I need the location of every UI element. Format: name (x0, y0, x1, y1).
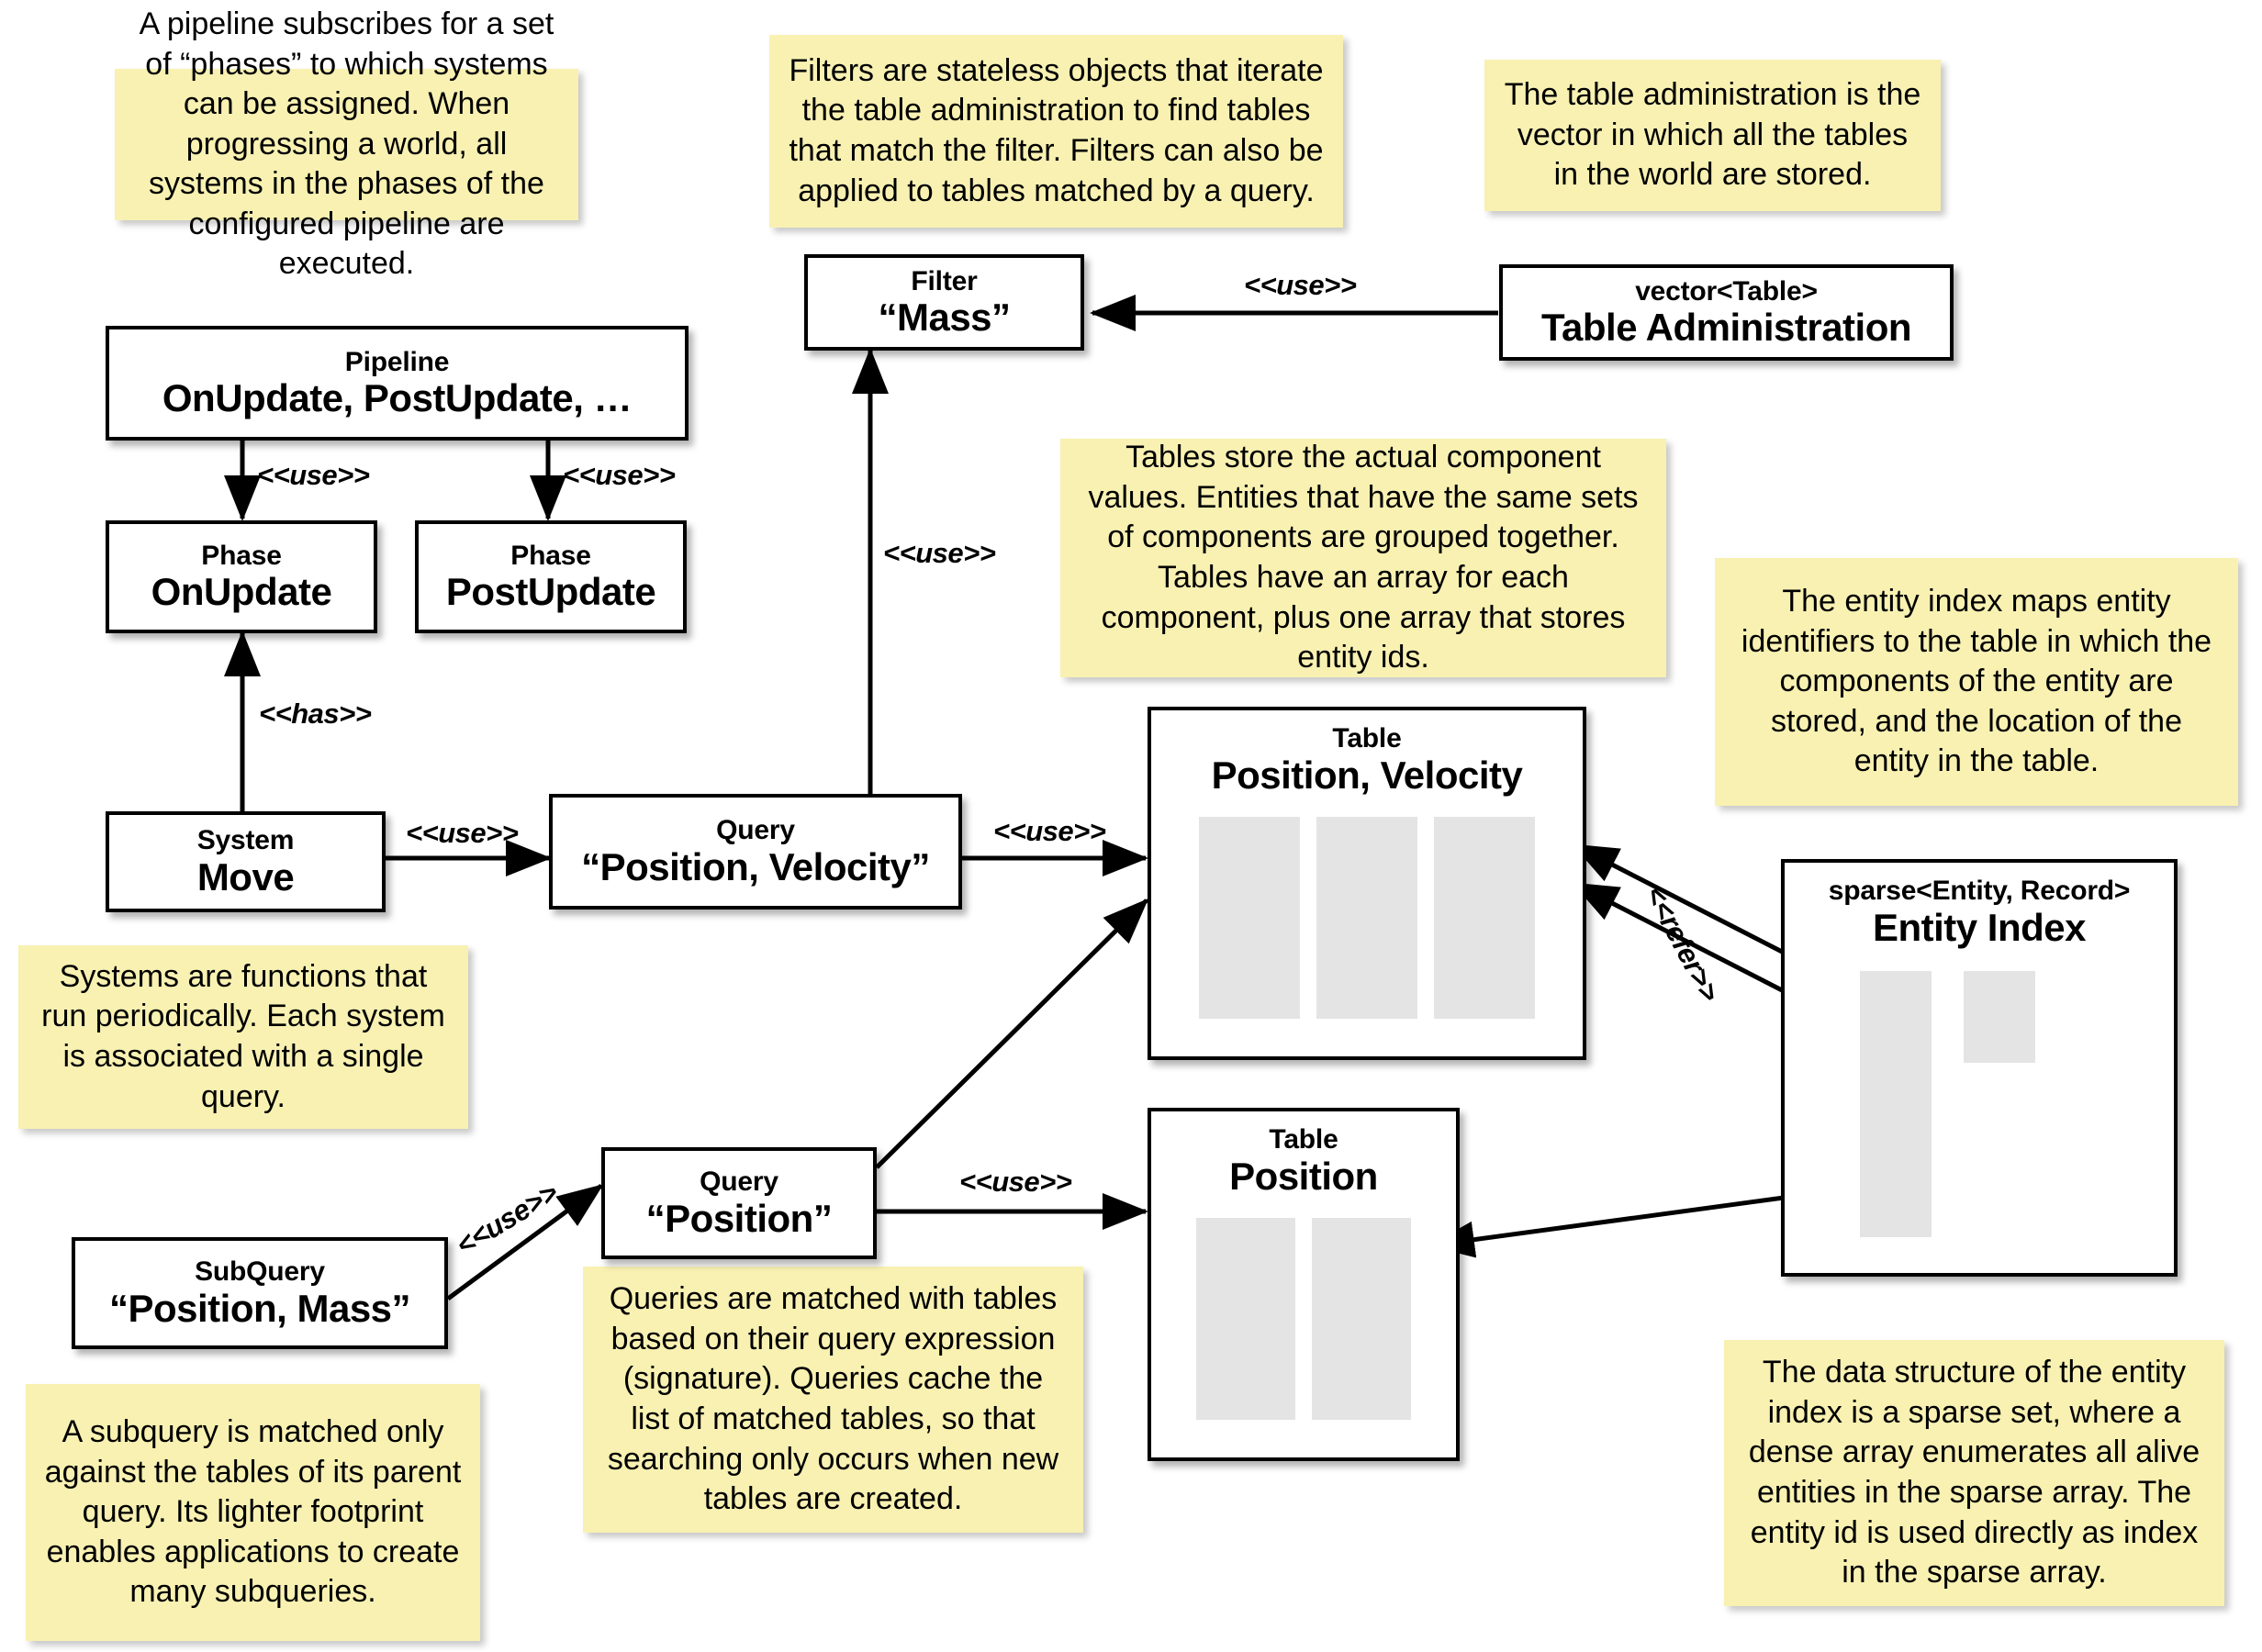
note-sparse-set: The data structure of the entity index i… (1724, 1340, 2224, 1606)
box-entity-index-name: Entity Index (1872, 905, 2087, 949)
table-column-velocity (1316, 817, 1417, 1019)
note-subquery: A subquery is matched only against the t… (26, 1384, 480, 1641)
box-table-position-velocity-stereotype: Table (1332, 723, 1402, 753)
box-subquery-position-mass-name: “Position, Mass” (108, 1286, 411, 1330)
edge-label-query-use-filter: <<use>> (883, 537, 996, 569)
box-filter-mass-stereotype: Filter (911, 265, 978, 296)
box-phase-postupdate[interactable]: Phase PostUpdate (415, 520, 687, 633)
box-phase-onupdate-name: OnUpdate (151, 570, 332, 614)
box-table-administration[interactable]: vector<Table> Table Administration (1499, 264, 1954, 361)
box-query-position[interactable]: Query “Position” (601, 1147, 877, 1259)
table-column-position (1196, 1218, 1295, 1420)
edge-label-pipeline-postupdate: <<use>> (563, 459, 676, 491)
box-pipeline-name: OnUpdate, PostUpdate, … (162, 376, 633, 420)
box-table-position-name: Position (1229, 1154, 1378, 1198)
box-filter-mass[interactable]: Filter “Mass” (804, 254, 1084, 351)
box-entity-index[interactable]: sparse<Entity, Record> Entity Index (1781, 859, 2178, 1277)
box-subquery-position-mass[interactable]: SubQuery “Position, Mass” (72, 1237, 448, 1349)
box-query-position-velocity-stereotype: Query (716, 815, 795, 846)
box-filter-mass-name: “Mass” (878, 296, 1011, 340)
note-tables: Tables store the actual component values… (1060, 439, 1666, 677)
edge-label-index-refer: <<refer>> (1638, 880, 1727, 1007)
box-system-move[interactable]: System Move (106, 811, 386, 912)
box-phase-postupdate-stereotype: Phase (510, 540, 591, 571)
note-systems: Systems are functions that run periodica… (18, 945, 468, 1129)
box-table-position-velocity-name: Position, Velocity (1211, 753, 1523, 797)
box-table-position-stereotype: Table (1269, 1124, 1338, 1155)
box-pipeline[interactable]: Pipeline OnUpdate, PostUpdate, … (106, 326, 689, 441)
edge-label-system-has-phase: <<has>> (259, 698, 372, 730)
box-phase-postupdate-name: PostUpdate (445, 570, 656, 614)
box-query-position-velocity-name: “Position, Velocity” (581, 844, 930, 888)
table-column-position (1199, 817, 1300, 1019)
table-position-columns (1151, 1218, 1456, 1420)
box-table-position[interactable]: Table Position (1148, 1108, 1460, 1461)
edge-label-querypos-use-table: <<use>> (959, 1166, 1072, 1198)
table-column-entity-ids (1312, 1218, 1411, 1420)
note-filter: Filters are stateless objects that itera… (769, 35, 1343, 228)
box-system-move-stereotype: System (196, 825, 295, 856)
edge-label-admin-use-filter: <<use>> (1244, 269, 1357, 301)
box-query-position-stereotype: Query (700, 1166, 778, 1198)
box-phase-onupdate[interactable]: Phase OnUpdate (106, 520, 377, 633)
edge-label-queryvel-use-table: <<use>> (993, 815, 1106, 847)
edge-label-subquery-use-query: <<use>> (450, 1176, 564, 1262)
edge-label-pipeline-onupdate: <<use>> (257, 459, 370, 491)
note-table-administration: The table administration is the vector i… (1484, 60, 1941, 211)
box-table-administration-name: Table Administration (1540, 306, 1912, 350)
note-pipeline: A pipeline subscribes for a set of “phas… (115, 6, 578, 281)
entity-index-sparse-array (1860, 971, 1932, 1237)
note-queries: Queries are matched with tables based on… (583, 1267, 1083, 1533)
note-entity-index: The entity index maps entity identifiers… (1715, 558, 2238, 806)
box-table-administration-stereotype: vector<Table> (1635, 275, 1818, 307)
edge-label-system-use-query: <<use>> (406, 817, 519, 849)
box-subquery-position-mass-stereotype: SubQuery (195, 1256, 325, 1288)
box-query-position-name: “Position” (645, 1196, 833, 1240)
box-pipeline-stereotype: Pipeline (344, 346, 450, 377)
entity-index-dense-array (1964, 971, 2035, 1063)
box-query-position-velocity[interactable]: Query “Position, Velocity” (549, 794, 962, 910)
table-position-velocity-columns (1151, 817, 1583, 1019)
table-column-entity-ids (1434, 817, 1535, 1019)
box-table-position-velocity[interactable]: Table Position, Velocity (1148, 707, 1586, 1060)
box-entity-index-stereotype: sparse<Entity, Record> (1828, 876, 2131, 906)
box-phase-onupdate-stereotype: Phase (201, 540, 282, 571)
box-system-move-name: Move (196, 854, 295, 899)
